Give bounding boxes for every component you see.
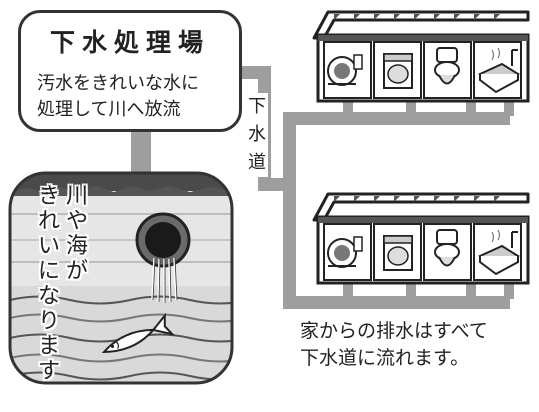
sewer-label: 下 水 道 [246, 93, 268, 177]
river-message-char: や [65, 209, 88, 234]
toilet-icon [434, 47, 460, 85]
river-frame [8, 171, 234, 385]
river-message-char: 川 [65, 184, 88, 209]
river-message-column-2: き れ い に な り ま す [36, 184, 62, 384]
sewer-label-char: 道 [248, 152, 266, 173]
bathtub-icon [478, 229, 520, 276]
river-message-char: が [65, 259, 88, 284]
outlet-pipe-icon [135, 212, 191, 303]
kitchen-sink-icon [327, 236, 363, 268]
house-top [312, 10, 530, 103]
river-message-char: 海 [65, 234, 88, 259]
plant-title: 下水処理場 [49, 28, 210, 57]
treatment-plant-box: 下水処理場 汚水をきれいな水に 処理して川へ放流 [18, 10, 242, 132]
washing-machine-icon [383, 53, 413, 89]
river-scene [10, 173, 232, 383]
fish-icon [101, 312, 176, 354]
river-message-char: な [37, 284, 60, 309]
river-message-char: す [37, 359, 60, 384]
river-message-char: に [37, 259, 60, 284]
river-message-char: り [37, 309, 60, 334]
kitchen-sink-icon [327, 54, 363, 86]
caption-line: 下水道に流れます。 [300, 347, 470, 369]
river-message-char: き [37, 184, 60, 209]
river-message-char: い [37, 234, 60, 259]
toilet-icon [434, 229, 460, 267]
plant-description: 汚水をきれいな水に 処理して川へ放流 [37, 71, 199, 123]
sewer-label-char: 水 [248, 124, 266, 145]
house-bottom [312, 192, 530, 285]
caption: 家からの排水はすべて 下水道に流れます。 [300, 318, 488, 372]
plant-description-line: 汚水をきれいな水に [37, 73, 199, 94]
bathtub-icon [478, 47, 520, 94]
caption-line: 家からの排水はすべて [300, 320, 488, 342]
washing-machine-icon [383, 235, 413, 271]
plant-description-line: 処理して川へ放流 [37, 99, 181, 120]
river-message-char: れ [37, 209, 60, 234]
sewer-label-char: 下 [248, 96, 266, 117]
river-message-column-1: 川 や 海 が [64, 184, 90, 284]
river-message-char: ま [37, 334, 60, 359]
